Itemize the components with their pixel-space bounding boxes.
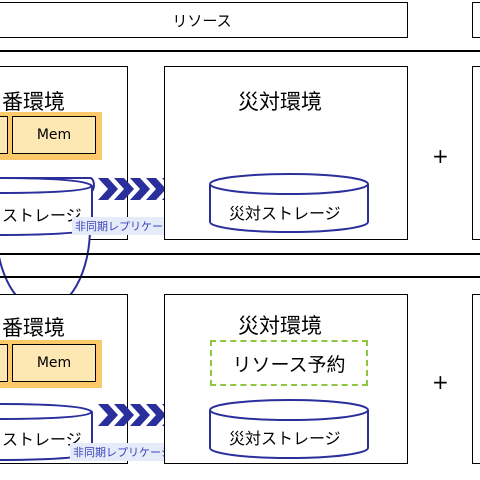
top-resource-bar: リソース <box>0 2 408 38</box>
divider-3 <box>0 276 480 278</box>
top-resource-label: リソース <box>172 11 232 30</box>
lower-resource-reservation-box: リソース予約 <box>210 340 368 386</box>
lower-plus-sign: + <box>432 370 449 394</box>
lower-dr-env-title: 災対環境 <box>238 314 322 338</box>
lower-reservation-label: リソース予約 <box>232 353 346 376</box>
lower-right-box <box>472 294 480 464</box>
upper-primary-env-title: 番環境 <box>2 90 65 114</box>
lower-cpu-chip <box>0 344 8 382</box>
divider-2 <box>0 253 480 255</box>
upper-mem-chip: Mem <box>12 116 96 154</box>
upper-right-box <box>472 66 480 240</box>
upper-plus-sign: + <box>432 144 449 168</box>
upper-primary-storage-label: ストレージ <box>2 206 82 225</box>
upper-dr-env-title: 災対環境 <box>238 90 322 114</box>
upper-mem-label: Mem <box>36 127 72 143</box>
lower-mem-chip: Mem <box>12 344 96 382</box>
top-right-box <box>472 2 480 38</box>
lower-primary-storage-label: ストレージ <box>2 430 82 449</box>
upper-dr-storage-label: 災対ストレージ <box>229 204 341 223</box>
lower-mem-label: Mem <box>36 355 72 371</box>
upper-cpu-chip <box>0 116 8 154</box>
lower-dr-storage-label: 災対ストレージ <box>229 429 341 448</box>
lower-primary-env-title: 番環境 <box>2 316 65 340</box>
divider-1 <box>0 50 480 52</box>
